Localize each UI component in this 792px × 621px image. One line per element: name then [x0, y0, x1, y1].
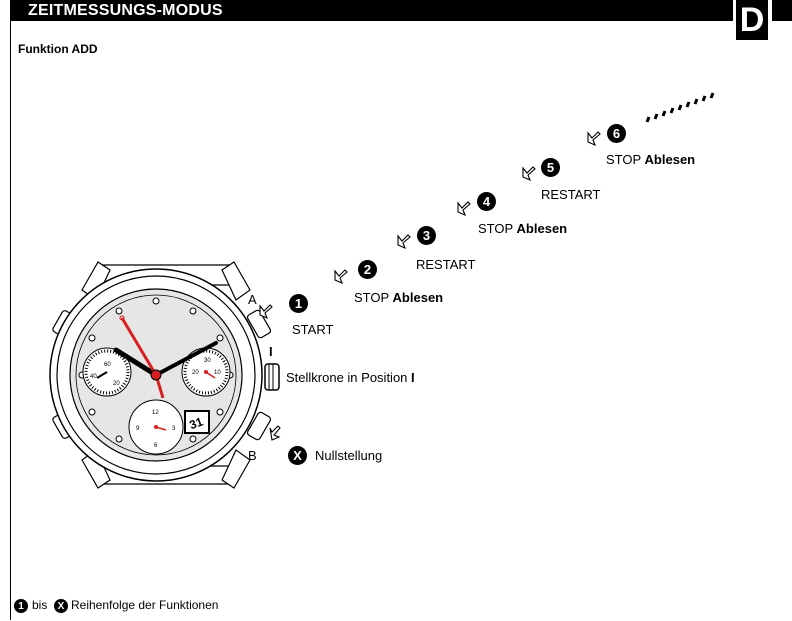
step-badge-6: 6	[607, 124, 626, 143]
language-letter: D	[739, 1, 765, 39]
pusher-a	[246, 309, 272, 339]
hour-hand	[113, 347, 159, 378]
page-title: ZEITMESSUNGS-MODUS	[28, 2, 223, 19]
step-badge-2: 2	[358, 260, 377, 279]
pusher-b	[246, 411, 272, 441]
header-bar: ZEITMESSUNGS-MODUS	[10, 0, 733, 21]
crown-position-marker: I	[269, 344, 273, 359]
subdial-right-number: 10	[214, 370, 221, 376]
chrono-second-hand	[120, 317, 158, 376]
step-badge-5: 5	[541, 158, 560, 177]
step-label-3: RESTART	[416, 257, 476, 272]
page-border	[10, 20, 790, 620]
language-badge: D	[736, 0, 768, 40]
footer-to-badge: X	[54, 599, 68, 613]
step-label-5: RESTART	[541, 187, 601, 202]
step-badge-4: 4	[477, 192, 496, 211]
step-label-6: STOP Ablesen	[606, 152, 696, 167]
crown-label: Stellkrone in Position I	[286, 370, 415, 385]
step-label-2: STOP Ablesen	[354, 290, 444, 305]
subdial-left-number: 40	[90, 374, 97, 380]
subdial-right-number: 30	[204, 358, 211, 364]
step-label-4: STOP Ablesen	[478, 221, 568, 236]
minute-hand	[154, 341, 218, 377]
step-label-1: START	[292, 322, 334, 337]
footer-legend: Reihenfolge der Funktionen	[71, 598, 219, 612]
footer-from-badge: 1	[14, 599, 28, 613]
step-badge-1: 1	[289, 294, 308, 313]
crown	[264, 363, 280, 391]
button-b-label: B	[248, 448, 257, 463]
subdial-left-number: 60	[104, 362, 111, 368]
subdial-left-number: 20	[113, 381, 120, 387]
footer-bis: bis	[32, 598, 48, 612]
subdial-bottom-number: 9	[136, 426, 140, 432]
subdial-bottom-number: 3	[172, 426, 176, 432]
subdial-bottom-number: 6	[154, 443, 158, 449]
date-window	[184, 410, 210, 434]
subdial-bottom-number: 12	[152, 410, 159, 416]
date-value: 31	[187, 414, 205, 432]
step-badge-3: 3	[417, 226, 436, 245]
button-a-label: A	[248, 292, 257, 307]
reset-label: Nullstellung	[315, 448, 383, 463]
hands-center	[150, 369, 162, 381]
press-arrow-icons	[259, 131, 601, 441]
header-bar-end	[772, 0, 792, 21]
section-subtitle: Funktion ADD	[18, 42, 98, 56]
reset-badge: X	[288, 446, 307, 465]
subdial-right-number: 20	[192, 370, 199, 376]
continuation-dashes	[645, 92, 715, 123]
